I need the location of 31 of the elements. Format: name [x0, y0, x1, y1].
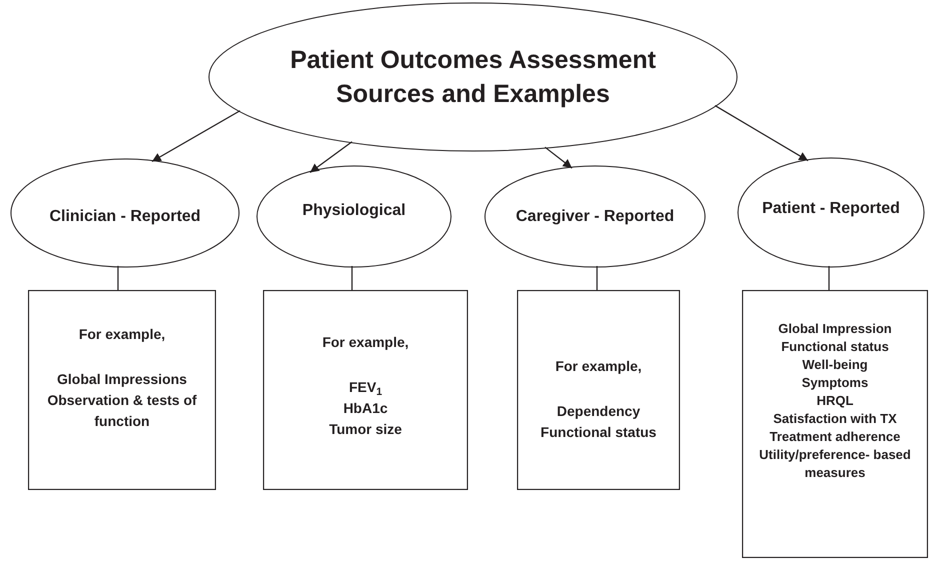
example-text: Treatment adherence	[768, 428, 902, 446]
node-label: Clinician - Reported	[48, 207, 202, 227]
connector-line	[596, 266, 598, 290]
node-label: Caregiver - Reported	[514, 206, 676, 226]
example-text: Well-being	[801, 356, 869, 374]
example-text: For example,	[554, 357, 643, 376]
example-text: Observation & tests of function	[46, 391, 198, 431]
example-text: For example,	[78, 325, 166, 344]
example-text: Global Impressions	[56, 370, 188, 389]
example-text: Dependency	[556, 402, 642, 421]
arrow	[714, 105, 808, 162]
node-label: Physiological	[301, 200, 407, 220]
arrow	[544, 146, 572, 169]
node-label: Patient - Reported	[761, 198, 901, 218]
arrow	[152, 110, 240, 162]
example-text: Global Impression	[777, 320, 893, 338]
title: Patient Outcomes Assessment Sources and Examples	[289, 45, 657, 110]
example-text: HbA1c	[342, 399, 389, 418]
example-text: For example,	[321, 333, 410, 352]
connector-line	[117, 266, 119, 290]
connector-line	[351, 266, 353, 290]
example-text: Satisfaction with TX	[772, 410, 898, 428]
example-text: Functional status	[540, 423, 658, 442]
example-text: Functional status	[780, 338, 890, 356]
example-text: HRQL	[816, 392, 854, 410]
example-text: Tumor size	[328, 420, 403, 439]
arrow	[310, 141, 352, 173]
connector-line	[828, 266, 830, 290]
example-text: Symptoms	[800, 374, 870, 392]
example-text: FEV$_{1}$	[348, 378, 384, 398]
example-text: Utility/preference- based measures	[758, 446, 912, 482]
